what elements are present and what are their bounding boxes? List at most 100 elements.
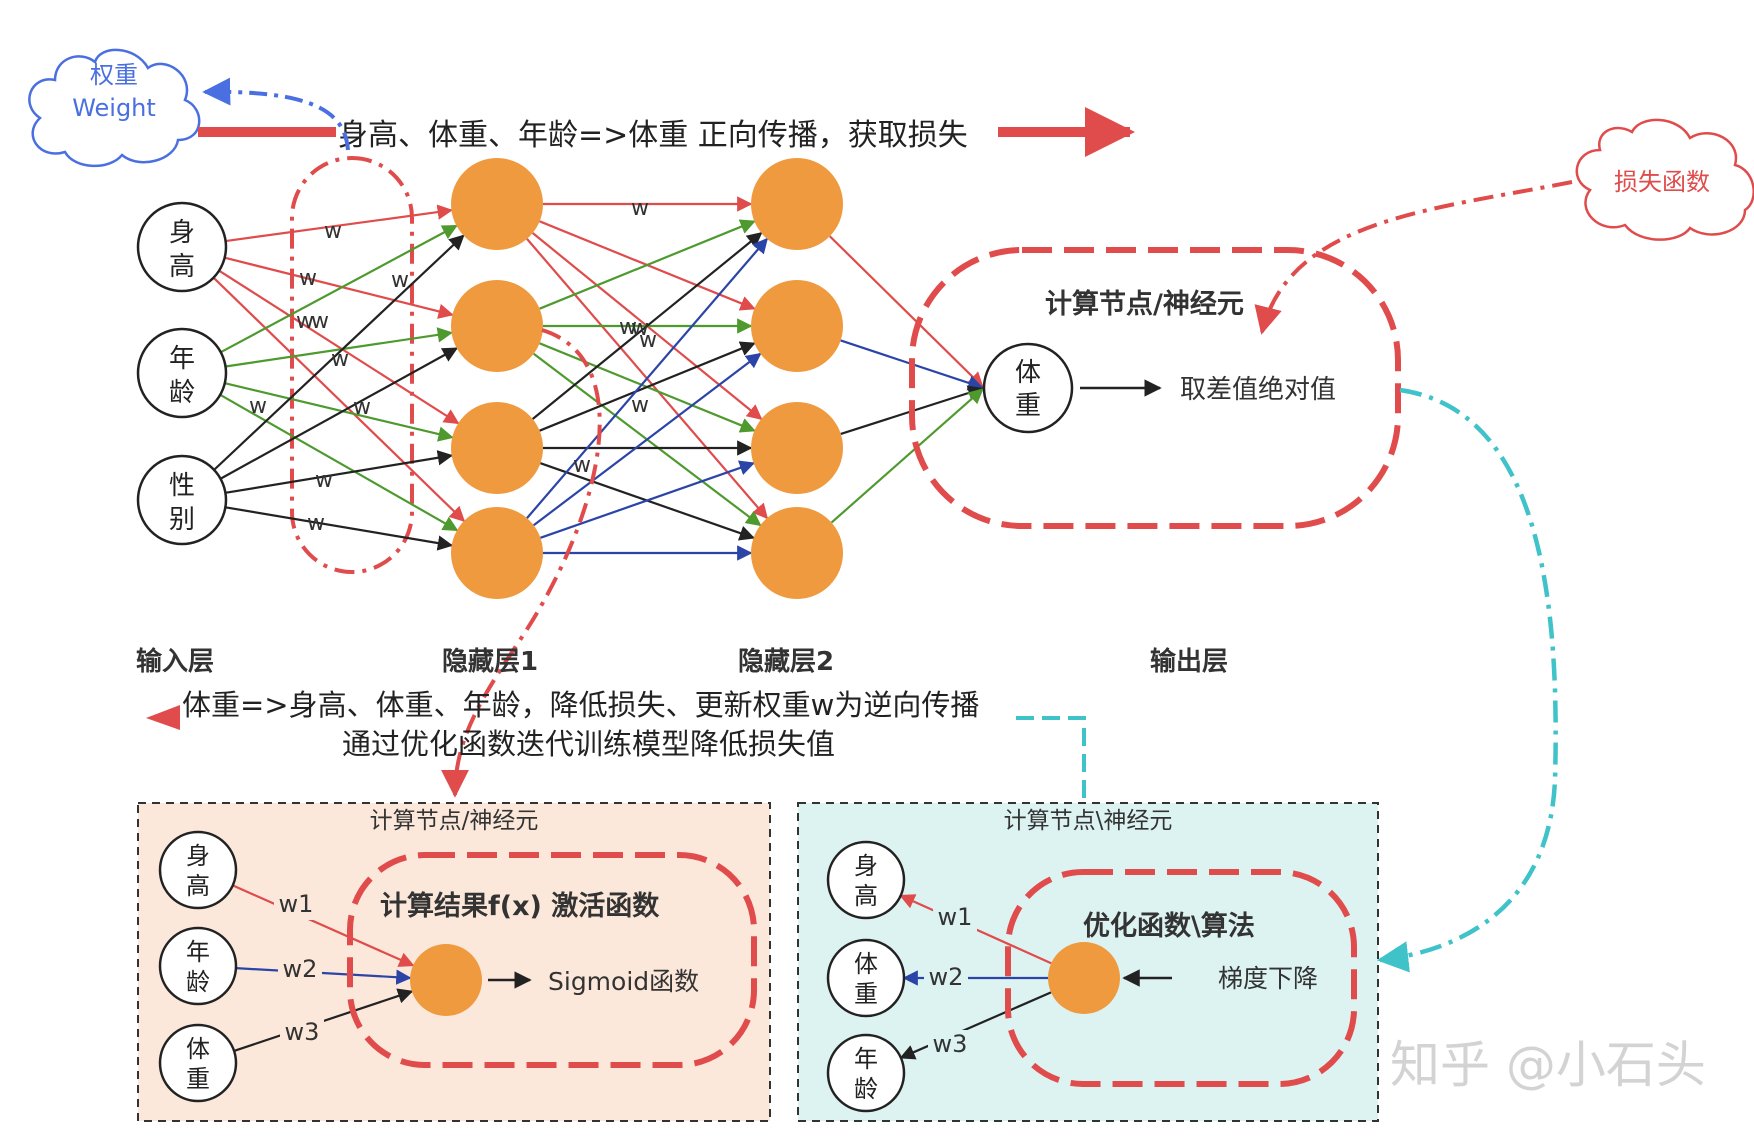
watermark: 知乎 @小石头 [1390, 1036, 1706, 1094]
activation-node [410, 944, 482, 1016]
edge-input-0-h1-3 [212, 276, 466, 523]
weight-label: w [296, 309, 314, 334]
input-node-char: 身 [169, 218, 195, 248]
edge-h1-2-h2-0 [531, 232, 763, 420]
top-banner: 身高、体重、年龄=>体重 正向传播，获取损失 [338, 118, 968, 153]
left-panel-input-char: 体 [186, 1035, 210, 1063]
left-panel-graph: 身高 w1 年龄 w2 体重 w3 [158, 830, 532, 1103]
weight-label: w [391, 268, 409, 293]
edge-input-1-h1-1 [225, 327, 454, 368]
output-block-title: 计算节点/神经元 [1045, 288, 1244, 320]
weight-label: w [353, 395, 371, 420]
weight-label: w [619, 315, 637, 340]
bottom-banner-line2: 通过优化函数迭代训练模型降低损失值 [342, 727, 835, 761]
left-panel-weight-bg [280, 1018, 324, 1048]
hidden2-node [751, 158, 843, 250]
edge-input-2-h1-1 [219, 347, 459, 480]
edge-h2-3-output [830, 388, 984, 524]
input-node-char: 高 [169, 252, 195, 282]
right-panel-output-node [826, 1033, 906, 1113]
edge-h1-1-h2-0 [539, 219, 756, 310]
optimizer-method: 梯度下降 [1218, 964, 1318, 993]
right-panel-title: 计算节点\神经元 [1004, 808, 1173, 834]
weight-label: w [311, 309, 329, 334]
edge-input-1-h1-3 [219, 393, 459, 532]
right-panel-weight: w3 [933, 1030, 968, 1058]
weight-label: w [324, 219, 342, 244]
output-node-char1: 体 [1015, 358, 1041, 388]
input-node-char: 龄 [169, 378, 195, 408]
edge-h1-3-h2-0 [526, 237, 769, 519]
weight-group-box [290, 156, 414, 574]
right-panel-weight-bg [928, 1030, 972, 1060]
optimizer-title-connector [1016, 716, 1086, 800]
label-output-layer: 输出层 [1150, 646, 1228, 677]
weight-label: w [315, 468, 333, 493]
right-panel-weight: w2 [929, 963, 964, 991]
edge-input-0-h1-1 [224, 256, 454, 319]
output-neuron-box [909, 247, 1401, 529]
left-panel-input-char: 重 [186, 1065, 210, 1093]
edge-input-2-h1-0 [213, 234, 465, 471]
weight-cloud-line2: Weight [72, 94, 156, 122]
hidden1-node [451, 158, 543, 250]
edge-h1-3-h2-2 [540, 460, 756, 539]
input-node-char: 别 [169, 505, 195, 535]
optimizer-box [1005, 869, 1357, 1087]
output-node-char2: 重 [1015, 391, 1041, 421]
left-panel-input-node [158, 926, 238, 1006]
input-node-char: 年 [169, 344, 195, 374]
input-node [136, 327, 228, 419]
weight-label: w [331, 347, 349, 372]
right-panel-output-char: 身 [854, 852, 878, 880]
loss-to-output-arrow [1254, 180, 1573, 335]
hidden1-node [451, 280, 543, 372]
weight-label: w [299, 266, 317, 291]
hidden1-node [451, 402, 543, 494]
optimizer-node [1048, 942, 1120, 1014]
loss-cloud-label: 损失函数 [1614, 168, 1710, 196]
edge-h2-0-output [829, 235, 984, 388]
weight-label: w [639, 328, 657, 353]
activation-box [347, 852, 757, 1068]
left-panel-input-char: 年 [186, 938, 210, 966]
weight-label: w [573, 453, 591, 478]
left-panel-weight: w1 [279, 890, 314, 918]
weight-label: w [631, 316, 649, 341]
input-node [136, 201, 228, 293]
edge-input-1-h1-0 [220, 224, 458, 354]
right-panel-weight-bg [933, 903, 977, 933]
input-node [136, 454, 228, 546]
right-panel-output-char: 龄 [854, 1075, 878, 1103]
right-panel-output-char: 年 [854, 1045, 878, 1073]
loss-cloud-icon [1575, 118, 1754, 241]
edge-input-1-h1-2 [224, 382, 454, 442]
left-panel-weight: w2 [283, 955, 318, 983]
left-panel-input-char: 龄 [186, 968, 210, 996]
left-panel-title: 计算节点/神经元 [370, 808, 539, 834]
weight-cloud-line1: 权重 [90, 61, 138, 89]
edge-input-0-h1-2 [218, 269, 460, 425]
edge-input-2-h1-2 [225, 450, 454, 494]
hidden2-node [751, 280, 843, 372]
output-to-optimizer-arrow [1376, 387, 1558, 973]
bottom-banner-line1: 体重=>身高、体重、年龄，降低损失、更新权重w为逆向传播 [182, 688, 979, 722]
left-panel-input-char: 身 [186, 842, 210, 870]
activation-title: 计算结果f(x) 激活函数 [380, 890, 660, 922]
right-panel-weight: w1 [938, 903, 973, 931]
left-panel-input-char: 高 [186, 872, 210, 900]
left-panel-weight: w3 [285, 1018, 320, 1046]
left-panel-edge [235, 967, 412, 985]
weight-feedback-arrow [202, 77, 350, 151]
label-hidden-layer-1: 隐藏层1 [442, 647, 538, 677]
left-panel-weight-bg [274, 890, 318, 920]
edge-input-2-h1-3 [225, 506, 454, 551]
edge-input-0-h1-0 [225, 204, 453, 243]
right-panel-output-char: 重 [854, 980, 878, 1008]
weight-cloud-icon [28, 48, 201, 168]
weight-label: w [631, 393, 649, 418]
